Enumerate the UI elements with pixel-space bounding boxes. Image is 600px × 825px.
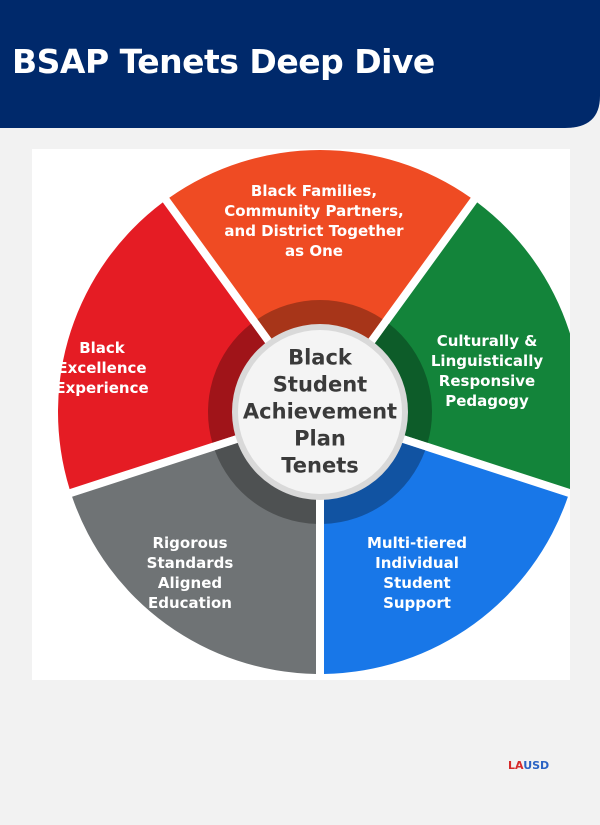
header-banner: BSAP Tenets Deep Dive	[0, 0, 600, 130]
diagram-panel: Black Families, Community Partners, and …	[32, 149, 570, 680]
segment-label-support: Multi-tiered Individual Student Support	[366, 534, 468, 612]
header-shape	[0, 0, 600, 128]
center-disc	[238, 330, 402, 494]
lausd-logo: LAUSD	[508, 759, 550, 772]
segment-inner-ring-standards	[214, 439, 317, 524]
segment-label-excellence: Black Excellence Experience	[55, 339, 149, 397]
segment-inner-ring-support	[323, 439, 426, 524]
segment-label-standards: Rigorous Standards Aligned Education	[146, 534, 234, 612]
segment-label-pedagogy: Culturally & Linguistically Responsive P…	[430, 332, 544, 410]
page-title: BSAP Tenets Deep Dive	[12, 42, 435, 81]
center-label: Black Student Achievement Plan Tenets	[242, 345, 398, 478]
tenets-wheel	[58, 150, 570, 674]
segment-label-families: Black Families, Community Partners, and …	[224, 182, 404, 260]
segment-families	[169, 150, 471, 347]
